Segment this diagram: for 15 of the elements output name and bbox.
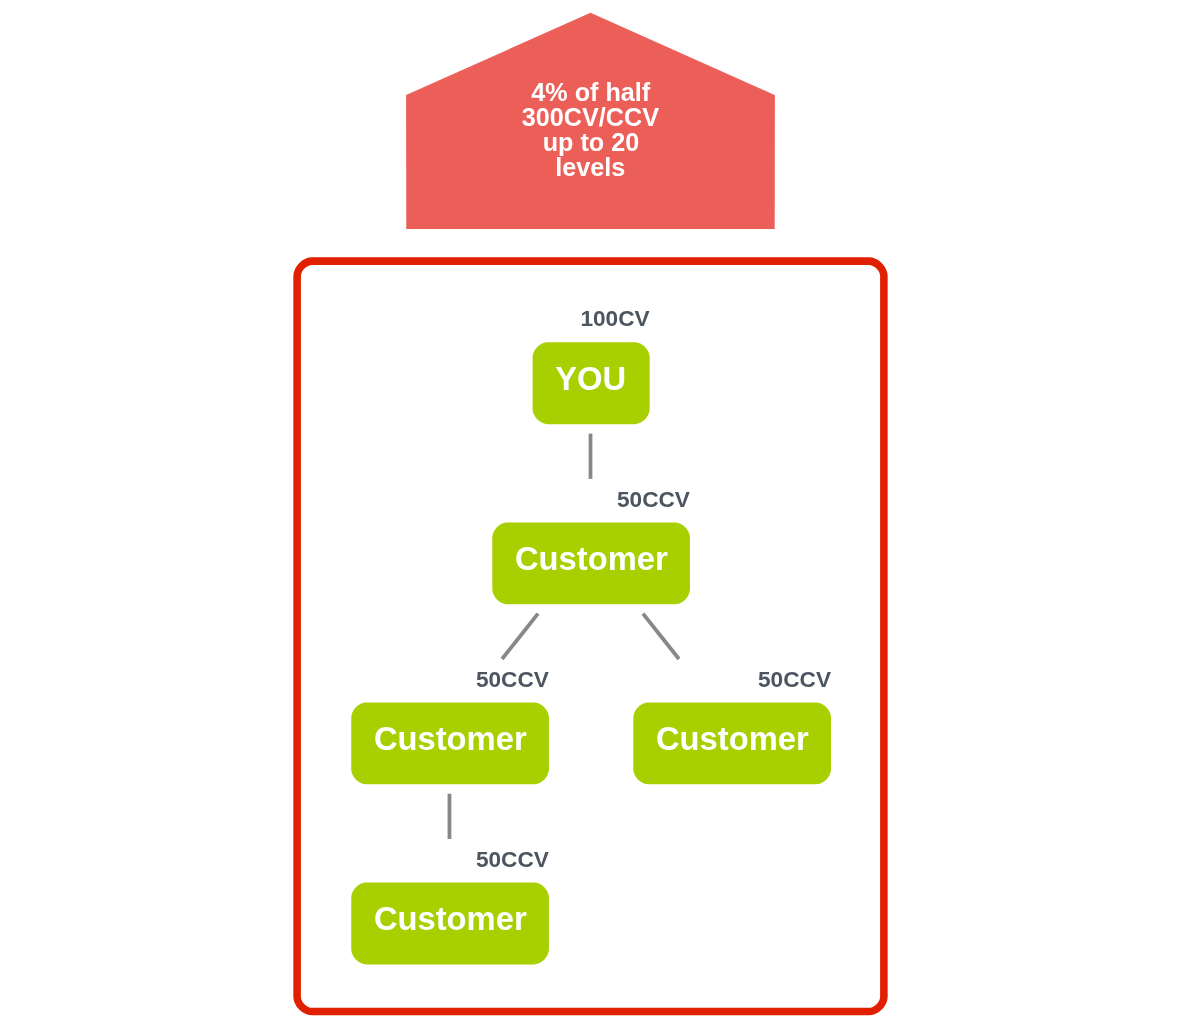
node-box: Customer — [632, 702, 831, 785]
node-label: 50CCV — [616, 485, 690, 512]
connector — [447, 793, 451, 840]
node-box: YOU — [532, 342, 650, 425]
connector — [641, 612, 680, 661]
node-box: Customer — [350, 702, 549, 785]
connector — [588, 433, 592, 479]
node-label: 100CV — [579, 305, 650, 332]
node-label: 50CCV — [475, 665, 549, 692]
node-box: Customer — [350, 882, 549, 965]
node-label: 50CCV — [475, 845, 549, 872]
node-box: Customer — [491, 522, 690, 605]
connector — [500, 612, 539, 661]
node-label: 50CCV — [757, 665, 831, 692]
cluster — [292, 257, 888, 1016]
